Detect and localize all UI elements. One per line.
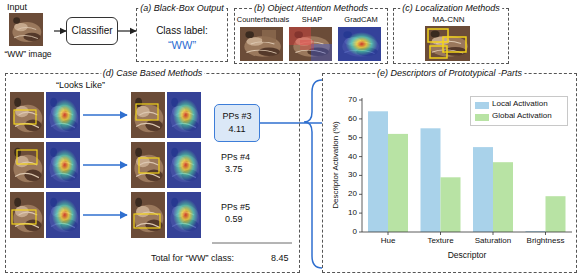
legend-swatch	[475, 114, 489, 121]
class-name: “WW”	[168, 39, 196, 52]
legend-box: Local ActivationGlobal Activation	[470, 96, 568, 126]
localization-image	[425, 26, 470, 61]
panel-title: (a) Black-Box Output	[138, 3, 226, 14]
input-label: Input	[7, 2, 27, 13]
method-label: Counterfactuals	[237, 15, 290, 24]
connector	[54, 30, 66, 31]
legend-text: Local Activation	[492, 99, 548, 109]
prototype-box: PPs #3 4.11	[214, 104, 260, 142]
tick-label: 60	[348, 114, 357, 124]
panel-title: (b) Object Attention Methods	[252, 3, 370, 14]
prototype-score: 3.75	[225, 164, 243, 175]
method-label: MA-CNN	[433, 15, 465, 25]
case-rows	[10, 92, 292, 243]
attention-images	[240, 27, 381, 61]
attention-panel: (b) Object Attention MethodsCounterfactu…	[234, 8, 388, 64]
bar-chart	[359, 98, 572, 235]
tick-label: 20	[348, 189, 357, 199]
box-label: Classifier	[71, 25, 112, 37]
input-image: Input “WW” image	[2, 2, 54, 60]
axis-title: Descriptor Activation (%)	[331, 121, 341, 209]
output-panel: (a) Black-Box OutputClass label:“WW”	[136, 8, 228, 62]
class-label: Class label:	[156, 25, 208, 37]
connector	[260, 122, 322, 124]
classifier-box: Classifier	[66, 17, 118, 45]
category-label: Brightness	[527, 236, 565, 246]
tick-label: 30	[348, 170, 357, 180]
tick-label: 0	[353, 227, 357, 237]
prototype-name: PPs #4	[221, 152, 250, 163]
looks-like-label: “Looks Like”	[56, 80, 105, 91]
connector	[118, 30, 136, 31]
panel-title: (d) Case Based Methods	[101, 68, 205, 79]
category-label: Texture	[427, 236, 453, 246]
panel-title: (e) Descriptors of Prototypical -Parts	[375, 68, 524, 79]
image-caption: “WW” image	[4, 49, 51, 59]
localization-panel: (c) Localization MethodsMA-CNN	[393, 8, 509, 64]
prototype-score: 4.11	[229, 124, 246, 135]
legend-swatch	[475, 102, 489, 109]
prototype-score: 0.59	[225, 214, 243, 225]
prototype-name: PPs #5	[221, 202, 250, 213]
legend-text: Global Activation	[492, 111, 552, 121]
tick-label: 40	[348, 152, 357, 162]
input-photo	[9, 13, 43, 46]
method-label: GradCAM	[344, 15, 377, 24]
tick-label: 70	[348, 95, 357, 105]
tick-label: 10	[348, 208, 357, 218]
axis-title: Descriptor	[448, 250, 487, 260]
method-label: SHAP	[302, 15, 322, 24]
category-label: Saturation	[475, 236, 511, 246]
prototype-name: PPs #3	[222, 111, 251, 122]
brace	[304, 80, 322, 268]
tick-label: 50	[348, 133, 357, 143]
panel-title: (c) Localization Methods	[400, 3, 502, 14]
case-panel: (d) Case Based Methods“Looks Like”Total …	[5, 73, 300, 273]
total-value: 8.45	[271, 253, 289, 264]
category-label: Hue	[381, 236, 396, 246]
total-label: Total for “WW” class:	[151, 253, 234, 264]
